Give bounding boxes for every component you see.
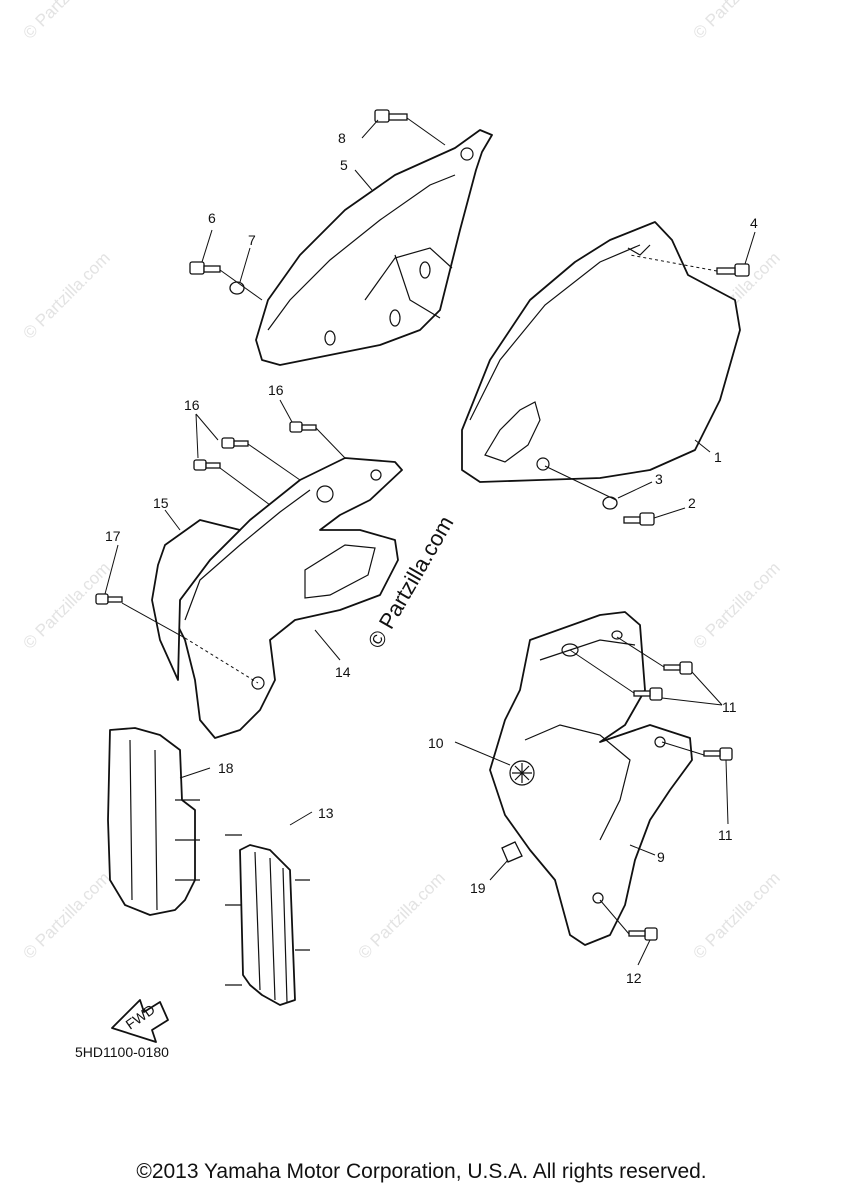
collar-3[interactable] [602, 496, 618, 510]
bolt-16a[interactable] [221, 437, 249, 449]
bolt-11b[interactable] [633, 687, 663, 701]
part-13-radiator-louver[interactable] [225, 834, 310, 1006]
watermark-10: © Partzilla.com [689, 0, 783, 43]
callout-8: 8 [338, 130, 346, 146]
callout-9: 9 [657, 849, 665, 865]
callout-2: 2 [688, 495, 696, 511]
callout-5: 5 [340, 157, 348, 173]
bolt-17[interactable] [95, 593, 123, 605]
bolt-11a[interactable] [663, 661, 693, 675]
callout-16a: 16 [268, 382, 284, 398]
watermark-1: © Partzilla.com [19, 248, 113, 342]
bolt-11c[interactable] [703, 747, 733, 761]
bolt-16b[interactable] [193, 459, 221, 471]
part-1-side-cover-right[interactable] [461, 221, 741, 483]
callout-4: 4 [750, 215, 758, 231]
watermark-6: © Partzilla.com [19, 868, 113, 962]
callout-labels: 8 5 6 7 4 1 3 2 16 16 15 17 14 18 13 10 … [105, 130, 758, 986]
callout-16b: 16 [184, 397, 200, 413]
watermark-7: © Partzilla.com [354, 868, 448, 962]
bolt-4[interactable] [716, 263, 750, 277]
hardware-group [95, 109, 750, 941]
collar-7[interactable] [229, 281, 245, 295]
callout-12: 12 [626, 970, 642, 986]
copyright-notice: ©2013 Yamaha Motor Corporation, U.S.A. A… [136, 1160, 707, 1183]
fwd-arrow-icon: FWD [111, 999, 169, 1043]
callout-7: 7 [248, 232, 256, 248]
bolt-12[interactable] [628, 927, 658, 941]
callout-11b: 11 [718, 827, 733, 843]
watermark-9: © Partzilla.com [19, 0, 113, 43]
callout-15: 15 [153, 495, 169, 511]
callout-13: 13 [318, 805, 334, 821]
callout-3: 3 [655, 471, 663, 487]
callout-18: 18 [218, 760, 234, 776]
clip-19[interactable] [501, 841, 523, 863]
leader-lines [104, 117, 756, 966]
part-18-radiator-guard[interactable] [107, 727, 200, 916]
bolt-16c[interactable] [289, 421, 317, 433]
part-15-scoop-inner[interactable] [151, 519, 241, 681]
diagram-code: 5HD1100-0180 [75, 1044, 169, 1060]
callout-14: 14 [335, 664, 351, 680]
watermark-8: © Partzilla.com [689, 868, 783, 962]
watermark-5: © Partzilla.com [689, 558, 783, 652]
callout-10: 10 [428, 735, 444, 751]
bolt-2[interactable] [623, 512, 655, 526]
callout-19: 19 [470, 880, 486, 896]
part-9-lower-shroud[interactable] [489, 611, 693, 946]
part-14-air-scoop[interactable] [174, 457, 403, 739]
callout-6: 6 [208, 210, 216, 226]
callout-11a: 11 [722, 699, 737, 715]
callout-1: 1 [714, 449, 722, 465]
bolt-8[interactable] [374, 109, 408, 123]
bolt-6[interactable] [189, 261, 221, 275]
callout-17: 17 [105, 528, 121, 544]
part-5-side-cover-upper[interactable] [255, 129, 493, 366]
watermark-4: © Partzilla.com [19, 558, 113, 652]
